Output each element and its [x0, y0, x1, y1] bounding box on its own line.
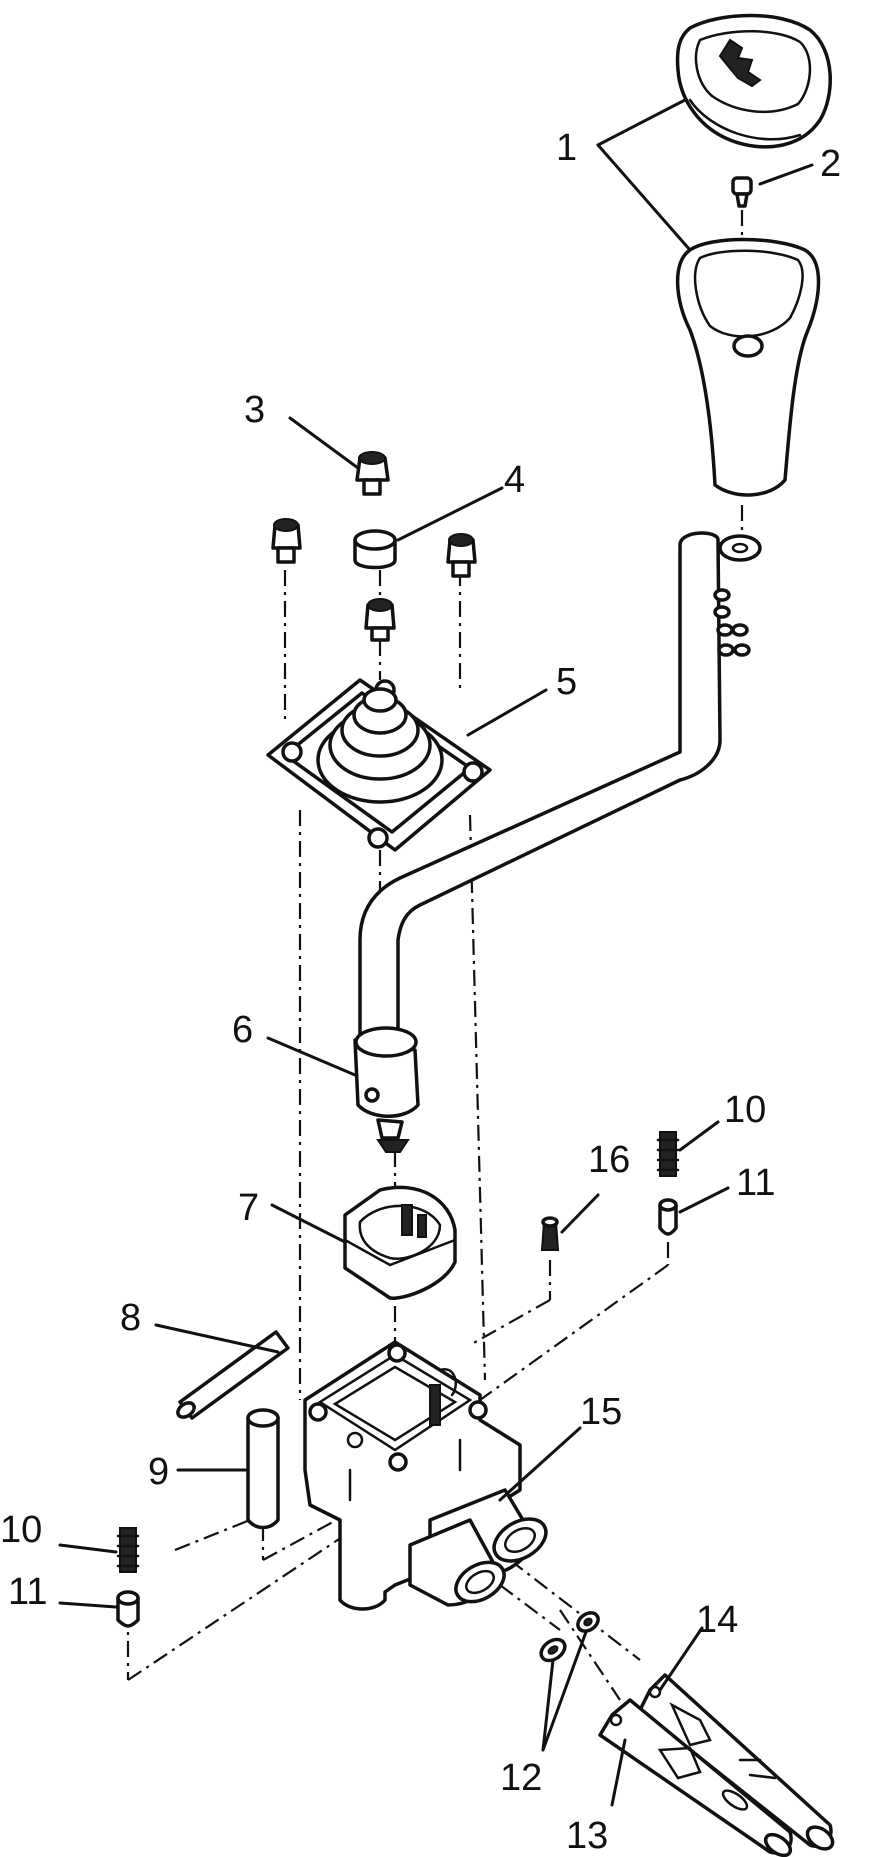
- part-13-shift-rail: [598, 1698, 793, 1857]
- callout-5: 5: [556, 661, 577, 703]
- callout-11-upper: 11: [736, 1162, 775, 1204]
- part-8-pin: [176, 1330, 290, 1420]
- callout-6: 6: [232, 1009, 253, 1051]
- callout-1: 1: [556, 127, 577, 169]
- part-14-shift-rail: [638, 1673, 835, 1851]
- callout-2: 2: [820, 143, 841, 185]
- part-10-spring-lower: [116, 1527, 140, 1573]
- part-5-shift-boot: [266, 678, 492, 852]
- callout-8: 8: [120, 1297, 141, 1339]
- part-11-detent-upper: [658, 1198, 678, 1236]
- callout-13: 13: [566, 1815, 608, 1857]
- part-11-detent-lower: [116, 1590, 140, 1628]
- callout-16: 16: [588, 1139, 630, 1181]
- part-12-washers: [539, 1611, 600, 1663]
- callout-leaders: [58, 98, 814, 1807]
- callout-9: 9: [148, 1451, 169, 1493]
- part-2-screw: [731, 176, 753, 208]
- callout-10-upper: 10: [724, 1089, 766, 1131]
- part-7-pivot-block: [343, 1185, 457, 1300]
- part-4-spacer: [353, 529, 397, 570]
- part-15-housing: [303, 1340, 548, 1611]
- part-3-bolt: [355, 451, 390, 496]
- part-1-knob-body: [675, 237, 821, 497]
- callout-11-lower: 11: [8, 1571, 47, 1613]
- part-6-collar: [353, 1026, 420, 1153]
- boot-mounting-bolts: [271, 518, 477, 642]
- part-10-spring-upper: [656, 1131, 680, 1177]
- callout-15: 15: [580, 1391, 622, 1433]
- callout-14: 14: [696, 1599, 738, 1641]
- callout-12: 12: [500, 1757, 542, 1799]
- callout-4: 4: [504, 459, 525, 501]
- part-9-dowel: [246, 1408, 280, 1530]
- part-1-knob-cap: [675, 13, 832, 149]
- callout-labels: 1 2 3 4 5 6 7 8 9 10 10 11 11 12 13 14 1…: [0, 127, 841, 1857]
- callout-10-lower: 10: [0, 1509, 42, 1551]
- callout-3: 3: [244, 389, 265, 431]
- part-16-set-screw: [540, 1216, 560, 1251]
- callout-7: 7: [238, 1187, 259, 1229]
